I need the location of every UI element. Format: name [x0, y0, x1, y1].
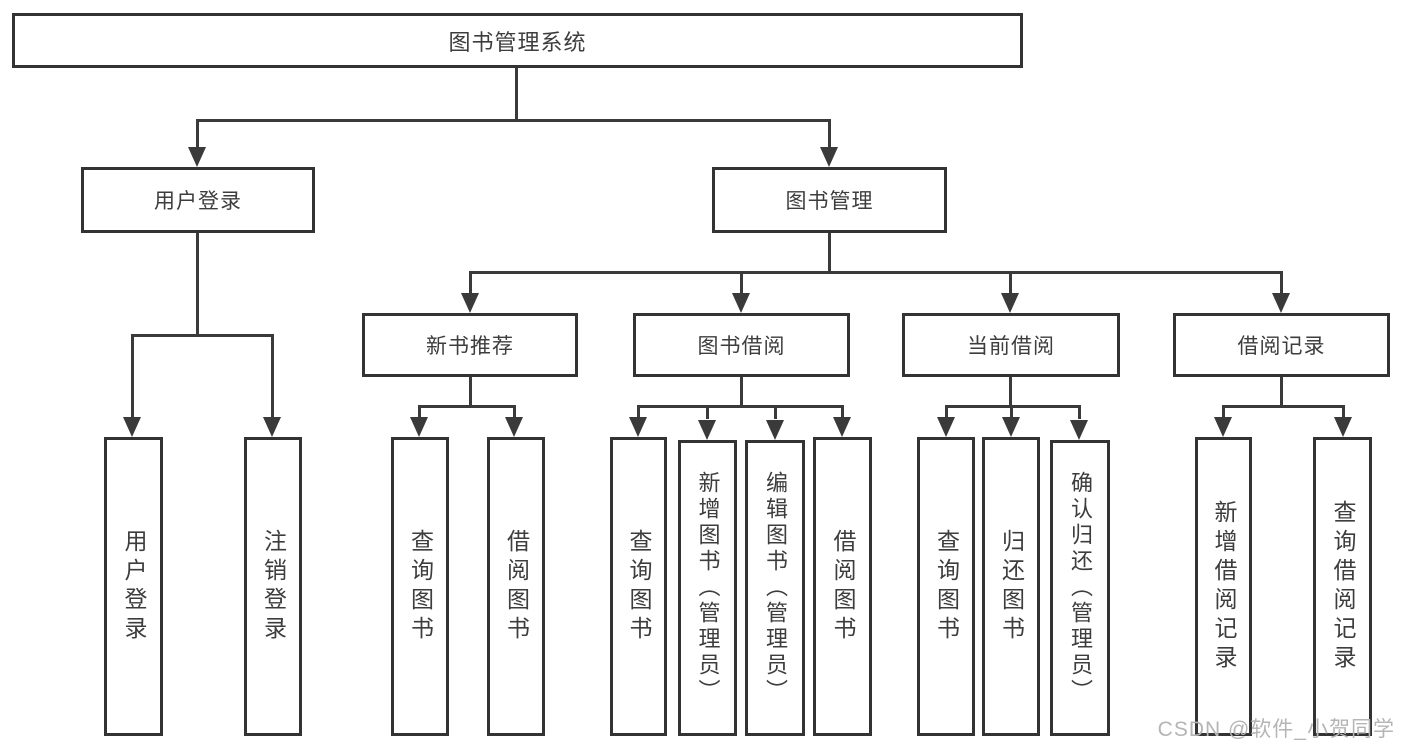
connector-to-records: [1280, 271, 1283, 295]
watermark: CSDN @软件_小贺同学: [1157, 718, 1395, 741]
connector-records-bar: [1222, 405, 1344, 408]
arrowhead-current-c2-icon: [1002, 417, 1020, 437]
arrowhead-leaf-login-icon: [123, 417, 141, 437]
connector-to-current: [1009, 271, 1012, 295]
connector-current-c3: [1078, 405, 1081, 419]
leaf-query-book-recommend: 查询图书: [391, 437, 449, 736]
connector-userlogin-stem: [196, 233, 199, 336]
leaf-query-book-borrow: 查询图书: [610, 437, 667, 736]
arrowhead-recommend-right-icon: [505, 417, 523, 437]
arrowhead-records-icon: [1272, 293, 1290, 313]
connector-to-borrow: [740, 271, 743, 295]
connector-to-leaf-login: [131, 334, 134, 419]
arrowhead-recommend-icon: [461, 293, 479, 313]
connector-records-left: [1222, 405, 1225, 419]
connector-recommend-left: [418, 405, 421, 419]
connector-userlogin-bar: [131, 334, 273, 337]
connector-borrow-c2: [706, 405, 709, 419]
arrowhead-current-c1-icon: [937, 417, 955, 437]
connector-current-stem: [1009, 377, 1012, 407]
leaf-add-book-admin: 新增图书（管理员）: [678, 440, 737, 736]
connector-records-stem: [1280, 377, 1283, 407]
leaf-confirm-return-admin: 确认归还（管理员）: [1050, 440, 1110, 736]
node-root-library-system: 图书管理系统: [12, 13, 1023, 68]
node-book-management: 图书管理: [712, 167, 947, 233]
leaf-add-borrow-record: 新增借阅记录: [1195, 437, 1252, 736]
leaf-edit-book-admin: 编辑图书（管理员）: [745, 440, 805, 736]
arrowhead-current-c3-icon: [1070, 420, 1088, 440]
connector-to-leaf-logout: [271, 334, 274, 419]
leaf-borrow-book-recommend: 借阅图书: [487, 437, 545, 736]
leaf-logout-login: 注销登录: [244, 437, 302, 736]
connector-borrow-c4: [841, 405, 844, 419]
arrowhead-borrow-c1-icon: [629, 417, 647, 437]
connector-bookmgmt-stem: [828, 233, 831, 273]
connector-to-user-login: [196, 119, 199, 149]
connector-recommend-stem: [469, 377, 472, 407]
arrowhead-borrow-c4-icon: [833, 417, 851, 437]
connector-borrow-c3: [774, 405, 777, 419]
node-new-book-recommend: 新书推荐: [362, 313, 578, 377]
connector-borrow-stem: [740, 377, 743, 407]
connector-current-c2: [1010, 405, 1013, 419]
connector-borrow-bar: [637, 405, 843, 408]
connector-borrow-c1: [637, 405, 640, 419]
connector-recommend-bar: [418, 405, 516, 408]
arrowhead-book-management-icon: [820, 147, 838, 167]
node-borrow-records: 借阅记录: [1173, 313, 1390, 377]
leaf-query-borrow-record: 查询借阅记录: [1313, 437, 1372, 736]
leaf-return-book: 归还图书: [982, 437, 1040, 736]
node-book-borrow: 图书借阅: [633, 313, 850, 377]
arrowhead-records-left-icon: [1214, 417, 1232, 437]
leaf-borrow-book: 借阅图书: [813, 437, 872, 736]
connector-records-right: [1342, 405, 1345, 419]
arrowhead-current-icon: [1001, 293, 1019, 313]
connector-bookmgmt-bar: [469, 271, 1282, 274]
arrowhead-borrow-c3-icon: [766, 420, 784, 440]
node-user-login: 用户登录: [81, 167, 315, 233]
connector-to-book-management: [828, 119, 831, 149]
arrowhead-recommend-left-icon: [410, 417, 428, 437]
leaf-user-login: 用户登录: [104, 437, 163, 736]
connector-to-recommend: [469, 271, 472, 295]
node-current-borrow: 当前借阅: [902, 313, 1120, 377]
arrowhead-records-right-icon: [1334, 417, 1352, 437]
connector-root-stem: [515, 68, 518, 119]
connector-current-c1: [945, 405, 948, 419]
arrowhead-borrow-icon: [732, 293, 750, 313]
leaf-query-book-current: 查询图书: [917, 437, 975, 736]
arrowhead-user-login-icon: [188, 147, 206, 167]
connector-recommend-right: [513, 405, 516, 419]
arrowhead-leaf-logout-icon: [263, 417, 281, 437]
arrowhead-borrow-c2-icon: [698, 420, 716, 440]
connector-root-bar: [196, 119, 831, 122]
